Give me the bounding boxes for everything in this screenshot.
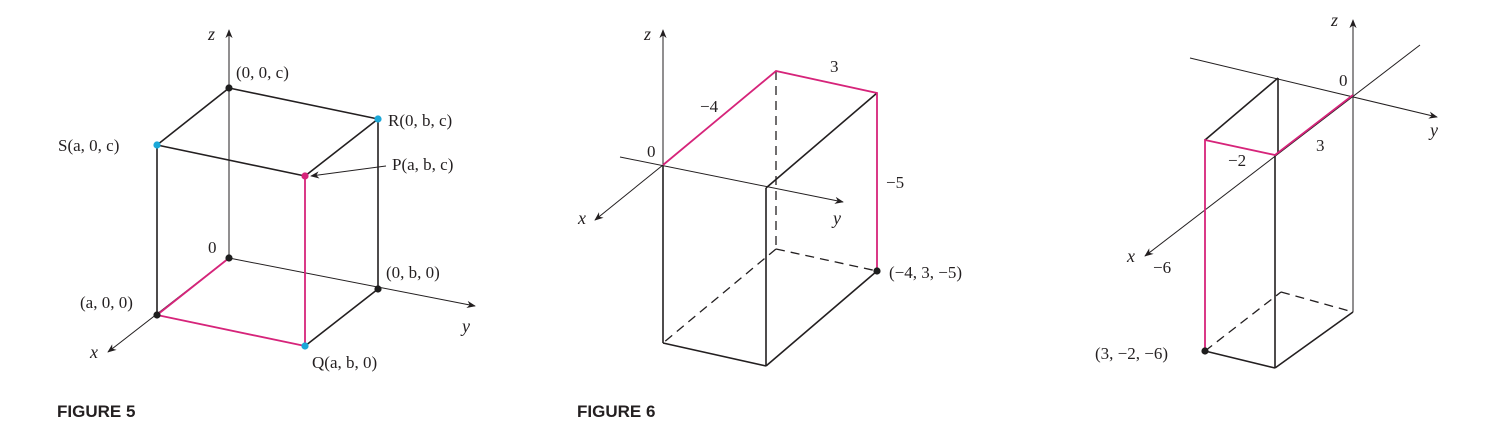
fig6l-origin-label: 0 [647, 142, 656, 161]
fig6r-label-y-len: 3 [1316, 136, 1325, 155]
fig5-caption: FIGURE 5 [57, 402, 135, 421]
figure-6-left: z x y 0 −4 3 −5 (−4, 3, −5) FIGURE 6 [577, 24, 962, 421]
fig6l-x-axis [594, 164, 664, 221]
fig6l-edge-hidden-bottom-left [662, 248, 777, 344]
fig5-y-axis [228, 257, 476, 308]
fig5-label-r: R(0, b, c) [388, 111, 452, 130]
fig6l-y-label: y [831, 208, 841, 228]
fig5-edge-origin-x [156, 257, 230, 316]
fig5-point-s [153, 141, 161, 149]
fig6r-label-point: (3, −2, −6) [1095, 344, 1168, 363]
fig5-point-q [301, 342, 309, 350]
fig6r-y-label: y [1428, 120, 1438, 140]
fig6-caption: FIGURE 6 [577, 402, 655, 421]
fig6l-coordinate-path [662, 70, 878, 271]
fig6l-z-label: z [643, 24, 651, 44]
fig5-label-y-point: (0, b, 0) [386, 263, 440, 282]
fig5-edge-top-front [156, 144, 306, 177]
fig5-label-p: P(a, b, c) [392, 155, 453, 174]
fig6l-edge-bottom-right [765, 270, 878, 367]
fig6r-x-label: x [1126, 246, 1135, 266]
fig6l-label-point: (−4, 3, −5) [889, 263, 962, 282]
fig6r-edge-bottom-front [1204, 350, 1276, 369]
fig6r-edge-hidden-bottom-left [1204, 291, 1282, 352]
fig6r-label-x-len: −2 [1228, 151, 1246, 170]
fig5-label-top: (0, 0, c) [236, 63, 289, 82]
fig6l-point [873, 267, 881, 275]
fig6l-edge-bottom-front [662, 342, 767, 367]
fig6r-edge-bottom-right [1274, 311, 1354, 369]
fig5-point-x [153, 311, 161, 319]
fig6r-x-axis [1144, 44, 1421, 257]
fig5-edge-top-back [228, 87, 379, 120]
fig5-point-r [374, 115, 382, 123]
fig5-pointer-arrow [310, 165, 387, 179]
fig6l-label-y-len: 3 [830, 57, 839, 76]
fig5-label-s: S(a, 0, c) [58, 136, 119, 155]
fig5-edge-top-right [304, 118, 379, 177]
fig6l-x-label: x [577, 208, 586, 228]
fig5-point-top [225, 84, 233, 92]
figure-5: z x y 0 (0, 0, c) R(0, b, c) S(a, 0, c) … [57, 24, 476, 421]
fig6l-y-axis [619, 156, 844, 204]
fig6l-edge-top-front [765, 92, 878, 189]
fig6r-edge-hidden-bottom-back [1280, 291, 1354, 313]
fig5-point-y [374, 285, 382, 293]
fig6r-label-z-len: −6 [1153, 258, 1171, 277]
fig6r-point [1201, 347, 1209, 355]
fig5-edge-bottom-right [304, 288, 379, 347]
fig5-point-p [301, 172, 309, 180]
fig5-point-origin [225, 254, 233, 262]
fig5-x-label: x [89, 342, 98, 362]
fig6r-y-axis [1189, 57, 1438, 119]
fig6r-z-label: z [1330, 10, 1338, 30]
fig5-z-label: z [207, 24, 215, 44]
fig5-edge-xq [156, 314, 306, 347]
fig6l-label-x-len: −4 [700, 97, 719, 116]
fig6r-coordinate-path [1204, 94, 1354, 351]
fig6r-edge-top-back [1204, 77, 1279, 141]
fig5-edge-top-left [156, 87, 230, 146]
fig5-origin-label: 0 [208, 238, 217, 257]
fig5-y-label: y [460, 316, 470, 336]
fig6l-edge-hidden-bottom-back [775, 248, 878, 272]
fig5-label-x-point: (a, 0, 0) [80, 293, 133, 312]
figure-6-right: z x y 0 3 −2 −6 (3, −2, −6) [1095, 10, 1438, 369]
fig6r-origin-label: 0 [1339, 71, 1348, 90]
fig5-label-q: Q(a, b, 0) [312, 353, 377, 372]
fig6l-label-z-len: −5 [886, 173, 904, 192]
